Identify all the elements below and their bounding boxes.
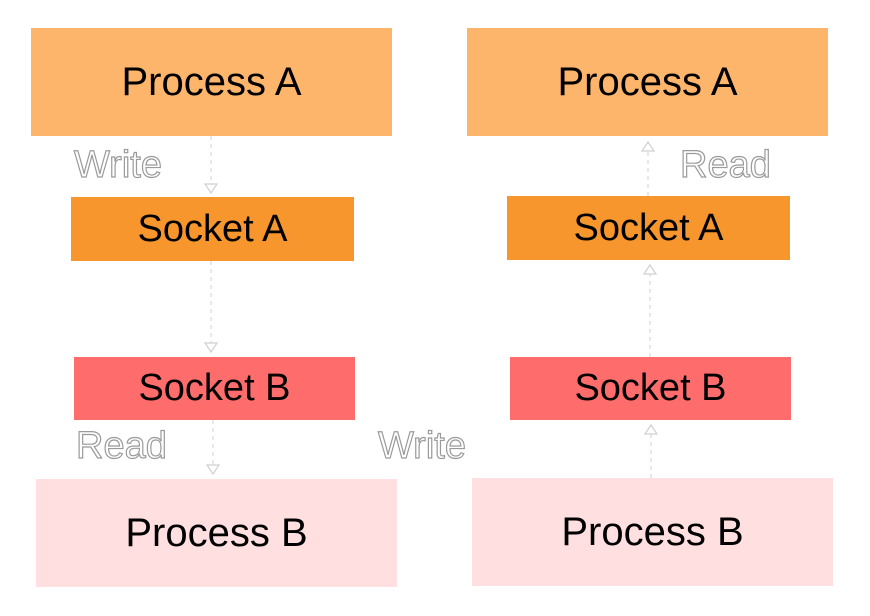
left-socket-b-label: Socket B <box>138 367 291 409</box>
left-arrowhead-2 <box>203 342 219 354</box>
right-process-a-label: Process A <box>557 59 738 104</box>
left-arrowhead-1 <box>203 183 219 195</box>
left-read-label: Read <box>75 424 167 467</box>
left-socket-a-label: Socket A <box>137 207 288 250</box>
left-socket-a-box: Socket A <box>71 197 354 261</box>
right-read-label: Read <box>679 143 771 186</box>
right-process-b-box: Process B <box>472 478 833 586</box>
left-process-a-box: Process A <box>31 28 392 136</box>
left-process-b-label: Process B <box>125 510 308 555</box>
left-arrowhead-3 <box>205 464 221 476</box>
right-process-b-label: Process B <box>561 509 744 554</box>
right-arrowhead-2 <box>642 263 658 275</box>
right-socket-a-box: Socket A <box>507 196 790 260</box>
right-socket-b-label: Socket B <box>574 367 727 409</box>
right-socket-a-label: Socket A <box>573 206 724 249</box>
right-socket-b-box: Socket B <box>510 357 791 420</box>
right-arrowhead-1 <box>640 140 656 152</box>
right-write-label: Write <box>377 424 466 467</box>
right-process-a-box: Process A <box>467 28 828 136</box>
left-process-a-label: Process A <box>121 59 302 104</box>
left-process-b-box: Process B <box>36 479 397 587</box>
left-write-label: Write <box>73 143 162 186</box>
right-arrowhead-3 <box>643 423 659 435</box>
left-socket-b-box: Socket B <box>74 357 355 420</box>
